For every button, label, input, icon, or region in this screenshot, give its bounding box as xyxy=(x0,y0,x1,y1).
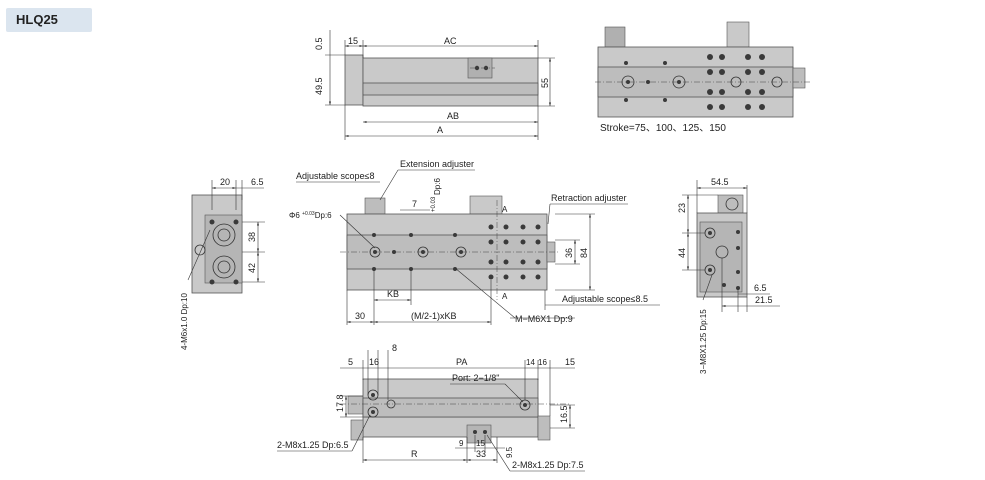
dim-mid-36: 36 xyxy=(564,248,574,258)
dim-right-44: 44 xyxy=(677,248,687,258)
dim-left-6-5: 6.5 xyxy=(251,177,264,187)
dim-bot-pa: PA xyxy=(456,357,467,367)
retraction-adjuster-label: Retraction adjuster xyxy=(551,193,627,203)
left-end-view: 20 6.5 38 42 4-M6x1.0 Dp:10 xyxy=(180,177,265,350)
dim-bot-17-8: 17.8 xyxy=(335,394,345,412)
bottom-view: 8 5 16 PA 14 16 15 Port: 2−1/8" 17.8 16.… xyxy=(277,343,585,472)
dim-top-55: 55 xyxy=(540,78,550,88)
dim-top-a: A xyxy=(437,125,443,135)
model-label: HLQ25 xyxy=(16,12,58,27)
dim-bot-15: 15 xyxy=(565,357,575,367)
adjustable-scope-bottom: Adjustable scope≤8.5 xyxy=(562,294,648,304)
dim-bot-33: 33 xyxy=(476,449,486,459)
dim-bot-r: R xyxy=(411,449,418,459)
dim-mid-kb: KB xyxy=(387,289,399,299)
dim-bot-16: 16 xyxy=(369,357,379,367)
extension-adjuster-label: Extension adjuster xyxy=(400,159,474,169)
dim-right-23: 23 xyxy=(677,203,687,213)
dim-mid-30: 30 xyxy=(355,311,365,321)
tol-pair: +0.03 xyxy=(431,196,437,212)
port-label: Port: 2−1/8" xyxy=(452,373,499,383)
middle-view: A A Extension adjuster Adjustable scope≤… xyxy=(289,159,660,325)
m8-right-label: 3−M8X1.25 Dp:15 xyxy=(699,309,708,374)
dim-bot-16-5: 16.5 xyxy=(559,405,569,423)
dim-right-6-5: 6.5 xyxy=(754,283,767,293)
top-left-view: 15 AC 0.5 49.5 55 AB A xyxy=(314,30,555,140)
dim-top-15: 15 xyxy=(348,36,358,46)
dim-bot-16b: 16 xyxy=(538,358,547,367)
dp6-vertical: Dp:6 xyxy=(433,178,442,195)
dim-mid-7: 7 xyxy=(412,199,417,209)
dim-bot-9-5: 9.5 xyxy=(505,446,514,458)
dim-mid-84: 84 xyxy=(579,248,589,258)
dim-bot-14: 14 xyxy=(526,358,535,367)
dim-mid-mkb: (M/2-1)xKB xyxy=(411,311,457,321)
dim-top-ab: AB xyxy=(447,111,459,121)
dim-top-49-5: 49.5 xyxy=(314,77,324,95)
dim-bot-15b: 15 xyxy=(476,439,485,448)
section-a-bottom: A xyxy=(502,292,508,301)
dim-right-54-5: 54.5 xyxy=(711,177,729,187)
dim-bot-9: 9 xyxy=(459,439,464,448)
top-right-view: Stroke=75、100、125、150 xyxy=(595,21,810,134)
model-badge: HLQ25 xyxy=(6,8,92,32)
right-end-view: 54.5 23 44 6.5 21.5 3−M8X1.25 Dp:15 xyxy=(677,177,780,374)
dim-bot-5: 5 xyxy=(348,357,353,367)
m8-b-label: 2-M8x1.25 Dp:7.5 xyxy=(512,460,584,470)
phi6-label: Φ6 +0.03Dp:6 xyxy=(289,211,332,220)
adjustable-scope-top: Adjustable scope≤8 xyxy=(296,171,375,181)
dim-left-20: 20 xyxy=(220,177,230,187)
m6-left-label: 4-M6x1.0 Dp:10 xyxy=(180,293,189,350)
dim-top-ac: AC xyxy=(444,36,457,46)
m6-label: M−M6X1 Dp:9 xyxy=(515,314,573,324)
section-a-top: A xyxy=(502,205,508,214)
dim-bot-8: 8 xyxy=(392,343,397,353)
dim-top-0-5: 0.5 xyxy=(314,37,324,50)
stroke-note: Stroke=75、100、125、150 xyxy=(600,123,726,134)
dim-left-42: 42 xyxy=(247,263,257,273)
dim-left-38: 38 xyxy=(247,232,257,242)
dim-right-21-5: 21.5 xyxy=(755,295,773,305)
m8-a-label: 2-M8x1.25 Dp:6.5 xyxy=(277,440,349,450)
